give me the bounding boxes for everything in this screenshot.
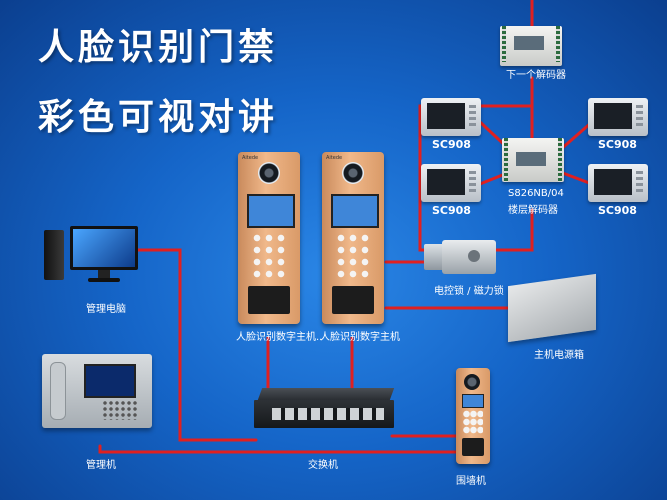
- station-1-brand: Aitede: [242, 155, 259, 161]
- wire-floor-decoder-to-sc-tr: [558, 120, 594, 152]
- monitor-bottom-left: [421, 164, 481, 202]
- floor-decoder-device: [502, 138, 564, 182]
- wall-unit-camera: [464, 374, 480, 390]
- floor-decoder-model: S826NB/04: [508, 188, 564, 199]
- lock-label: 电控锁 / 磁力锁: [434, 286, 504, 297]
- monitor-top-right: [588, 98, 648, 136]
- title-line-2: 彩色可视对讲: [38, 97, 279, 138]
- floor-decoder-label: 楼层解码器: [508, 205, 558, 216]
- wire-floor-decoder-to-sc-br: [558, 170, 594, 186]
- station-2-label: 人脸识别数字主机: [320, 332, 400, 343]
- management-pc-device: [44, 226, 140, 284]
- station-1-label: 人脸识别数字主机..: [236, 332, 323, 343]
- wall-unit-label: 围墙机: [456, 476, 486, 487]
- title-line-1: 人脸识别门禁: [38, 27, 279, 68]
- face-recognition-station-1: Aitede: [238, 152, 300, 324]
- next-decoder-label: 下一个解码器: [506, 70, 566, 81]
- power-box-label: 主机电源箱: [534, 350, 584, 361]
- manager-unit-device: [42, 354, 152, 428]
- monitor-bottom-right: [588, 164, 648, 202]
- switch-label: 交换机: [308, 460, 338, 471]
- monitor-top-left-label: SC908: [432, 138, 471, 151]
- manager-unit-label: 管理机: [86, 460, 116, 471]
- monitor-bottom-right-label: SC908: [598, 204, 637, 217]
- station-1-camera: [258, 162, 280, 184]
- monitor-bottom-left-label: SC908: [432, 204, 471, 217]
- wire-pc-to-switch: [136, 248, 258, 442]
- face-recognition-station-2: Aitede: [322, 152, 384, 324]
- wire-station1-to-switch: [266, 336, 292, 392]
- monitor-top-right-label: SC908: [598, 138, 637, 151]
- station-2-brand: Aitede: [326, 155, 343, 161]
- monitor-top-left: [421, 98, 481, 136]
- next-decoder-device: [500, 26, 562, 66]
- station-2-camera: [342, 162, 364, 184]
- electric-lock-device: [424, 240, 496, 276]
- pc-label: 管理电脑: [86, 304, 126, 315]
- network-switch-device: [254, 388, 395, 428]
- power-box-device: [508, 270, 598, 343]
- wall-unit-device: [456, 368, 490, 464]
- wire-manager-to-switch: [98, 435, 470, 454]
